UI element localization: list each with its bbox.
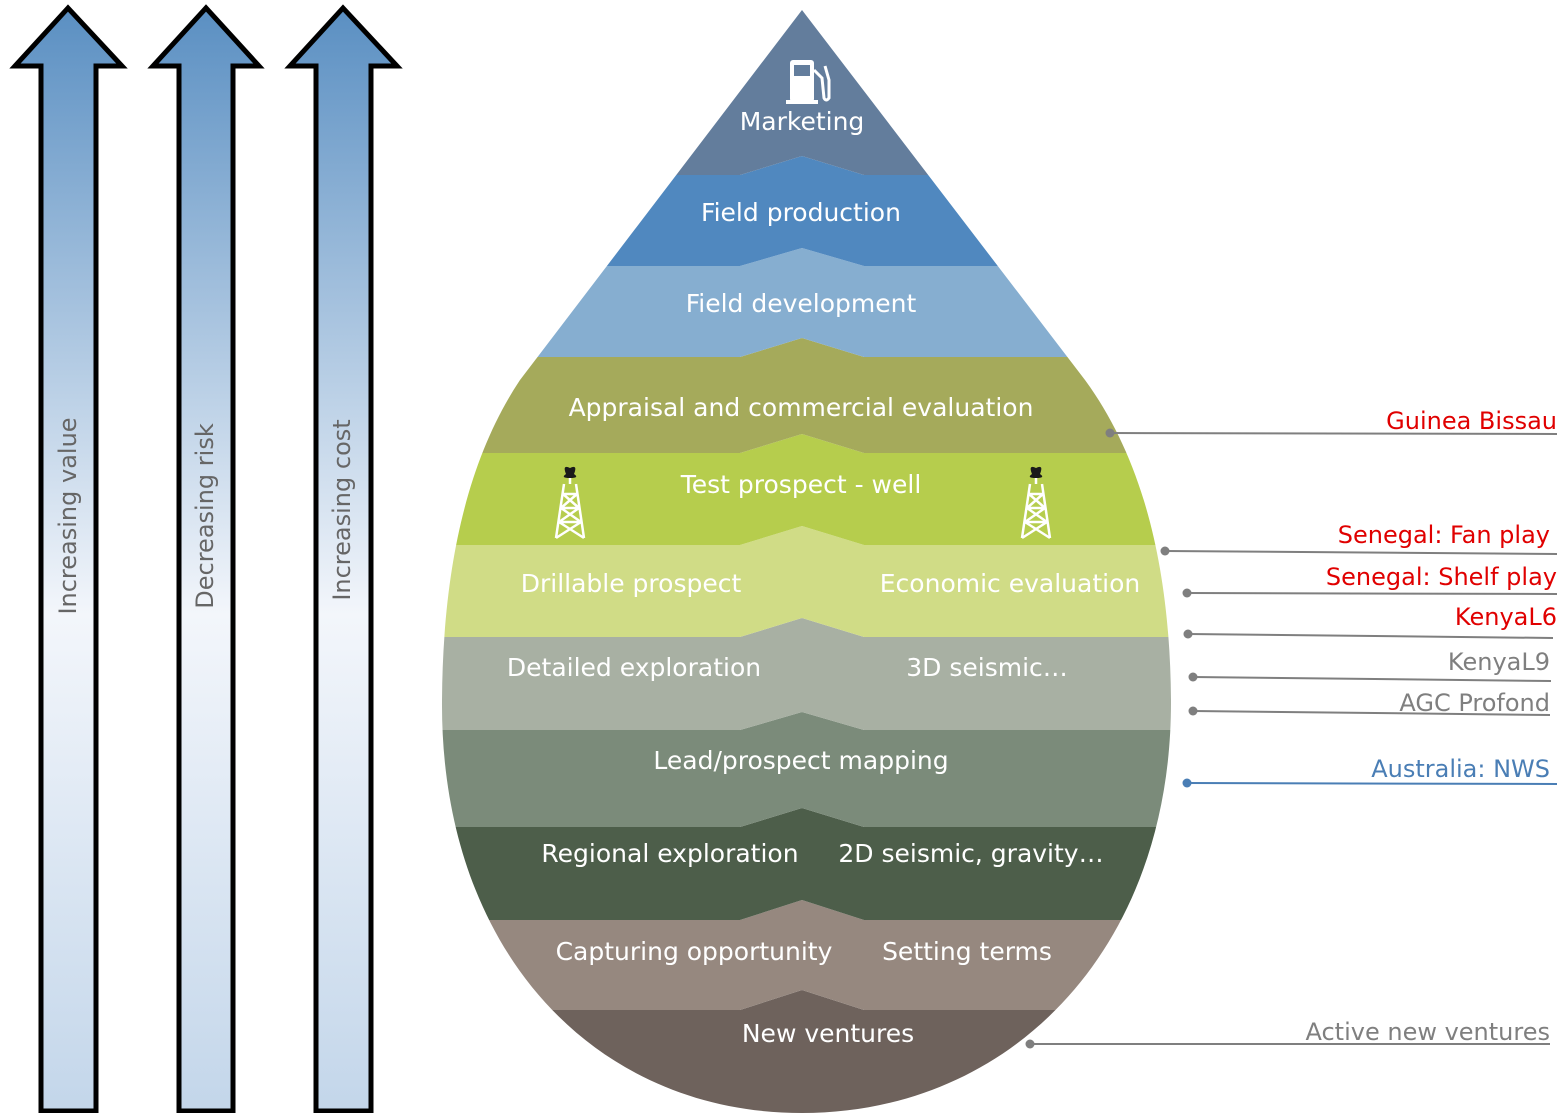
arrow-label: Decreasing risk	[191, 423, 219, 609]
layer-appraisal	[441, 338, 1172, 453]
callout-kenya-l6: KenyaL6	[1183, 603, 1557, 639]
layer-regional-exploration	[441, 808, 1172, 920]
layer-label-appraisal: Appraisal and commercial evaluation	[569, 393, 1034, 422]
fuel-pump-icon	[786, 60, 831, 104]
layer-capturing-opportunity	[441, 900, 1172, 1010]
layer-test-prospect	[441, 434, 1172, 545]
callout-senegal-fan-play: Senegal: Fan play	[1160, 521, 1558, 556]
layer-detailed-exploration	[441, 618, 1172, 730]
drilling-rig-icon	[554, 466, 586, 540]
arrow-label: Increasing value	[54, 417, 82, 614]
layer-label-2d-seismic: 2D seismic, gravity…	[838, 839, 1103, 868]
layer-label-drillable-prospect: Drillable prospect	[521, 569, 742, 598]
drilling-rig-icon	[1020, 466, 1052, 540]
callout-label: Active new ventures	[1305, 1018, 1550, 1046]
callout-label: KenyaL9	[1448, 648, 1550, 676]
layer-new-ventures	[441, 990, 1172, 1113]
layer-lead-prospect-mapping	[441, 712, 1172, 827]
layer-label-marketing: Marketing	[740, 107, 865, 136]
callout-active-new-ventures: Active new ventures	[1025, 1018, 1550, 1049]
callout-leader-line	[1187, 633, 1554, 639]
layer-label-detailed-exploration: Detailed exploration	[507, 653, 761, 682]
callout-label: AGC Profond	[1399, 689, 1550, 717]
layer-label-economic-evaluation: Economic evaluation	[880, 569, 1140, 598]
callout-leader-line	[1164, 550, 1558, 555]
callouts: Guinea Bissau Senegal: Fan play Senegal:…	[1025, 407, 1558, 1049]
arrow-label: Increasing cost	[328, 419, 356, 600]
callout-agc-profond: AGC Profond	[1188, 689, 1551, 717]
layer-label-lead-prospect-mapping: Lead/prospect mapping	[653, 746, 948, 775]
callout-senegal-shelf-play: Senegal: Shelf play	[1182, 563, 1558, 598]
callout-label: Australia: NWS	[1371, 755, 1550, 783]
callout-guinea-bissau: Guinea Bissau	[1105, 407, 1558, 438]
callout-kenya-l9: KenyaL9	[1188, 648, 1552, 682]
callout-label: Senegal: Shelf play	[1326, 563, 1557, 591]
up-arrow-icon	[284, 4, 403, 1113]
up-arrow-icon	[147, 4, 265, 1113]
arrow-decreasing-risk: Decreasing risk	[147, 4, 265, 1113]
layer-label-new-ventures: New ventures	[742, 1019, 914, 1048]
callout-leader-line	[1192, 710, 1551, 716]
arrow-increasing-cost: Increasing cost	[284, 4, 403, 1113]
callout-australia-nws: Australia: NWS	[1182, 755, 1558, 788]
callout-leader-line	[1186, 592, 1558, 595]
arrow-increasing-value: Increasing value	[9, 4, 128, 1113]
up-arrow-icon	[9, 4, 128, 1113]
callout-label: Guinea Bissau	[1386, 407, 1557, 435]
layer-label-field-production: Field production	[701, 198, 901, 227]
layer-label-3d-seismic: 3D seismic…	[906, 653, 1068, 682]
layer-field-development	[441, 248, 1172, 357]
layer-drillable-prospect	[441, 526, 1172, 637]
layer-labels: Marketing Field production Field develop…	[507, 107, 1140, 1048]
layer-label-field-development: Field development	[686, 289, 917, 318]
layer-label-regional-exploration: Regional exploration	[541, 839, 798, 868]
callout-leader-line	[1192, 676, 1552, 682]
callout-label: Senegal: Fan play	[1338, 521, 1550, 549]
callout-leader-line	[1186, 782, 1558, 785]
layer-label-test-prospect: Test prospect - well	[680, 470, 922, 499]
callout-leader-line	[1109, 432, 1558, 435]
callout-label: KenyaL6	[1455, 603, 1557, 631]
layer-label-setting-terms: Setting terms	[882, 937, 1052, 966]
layer-label-capturing-opportunity: Capturing opportunity	[556, 937, 833, 966]
